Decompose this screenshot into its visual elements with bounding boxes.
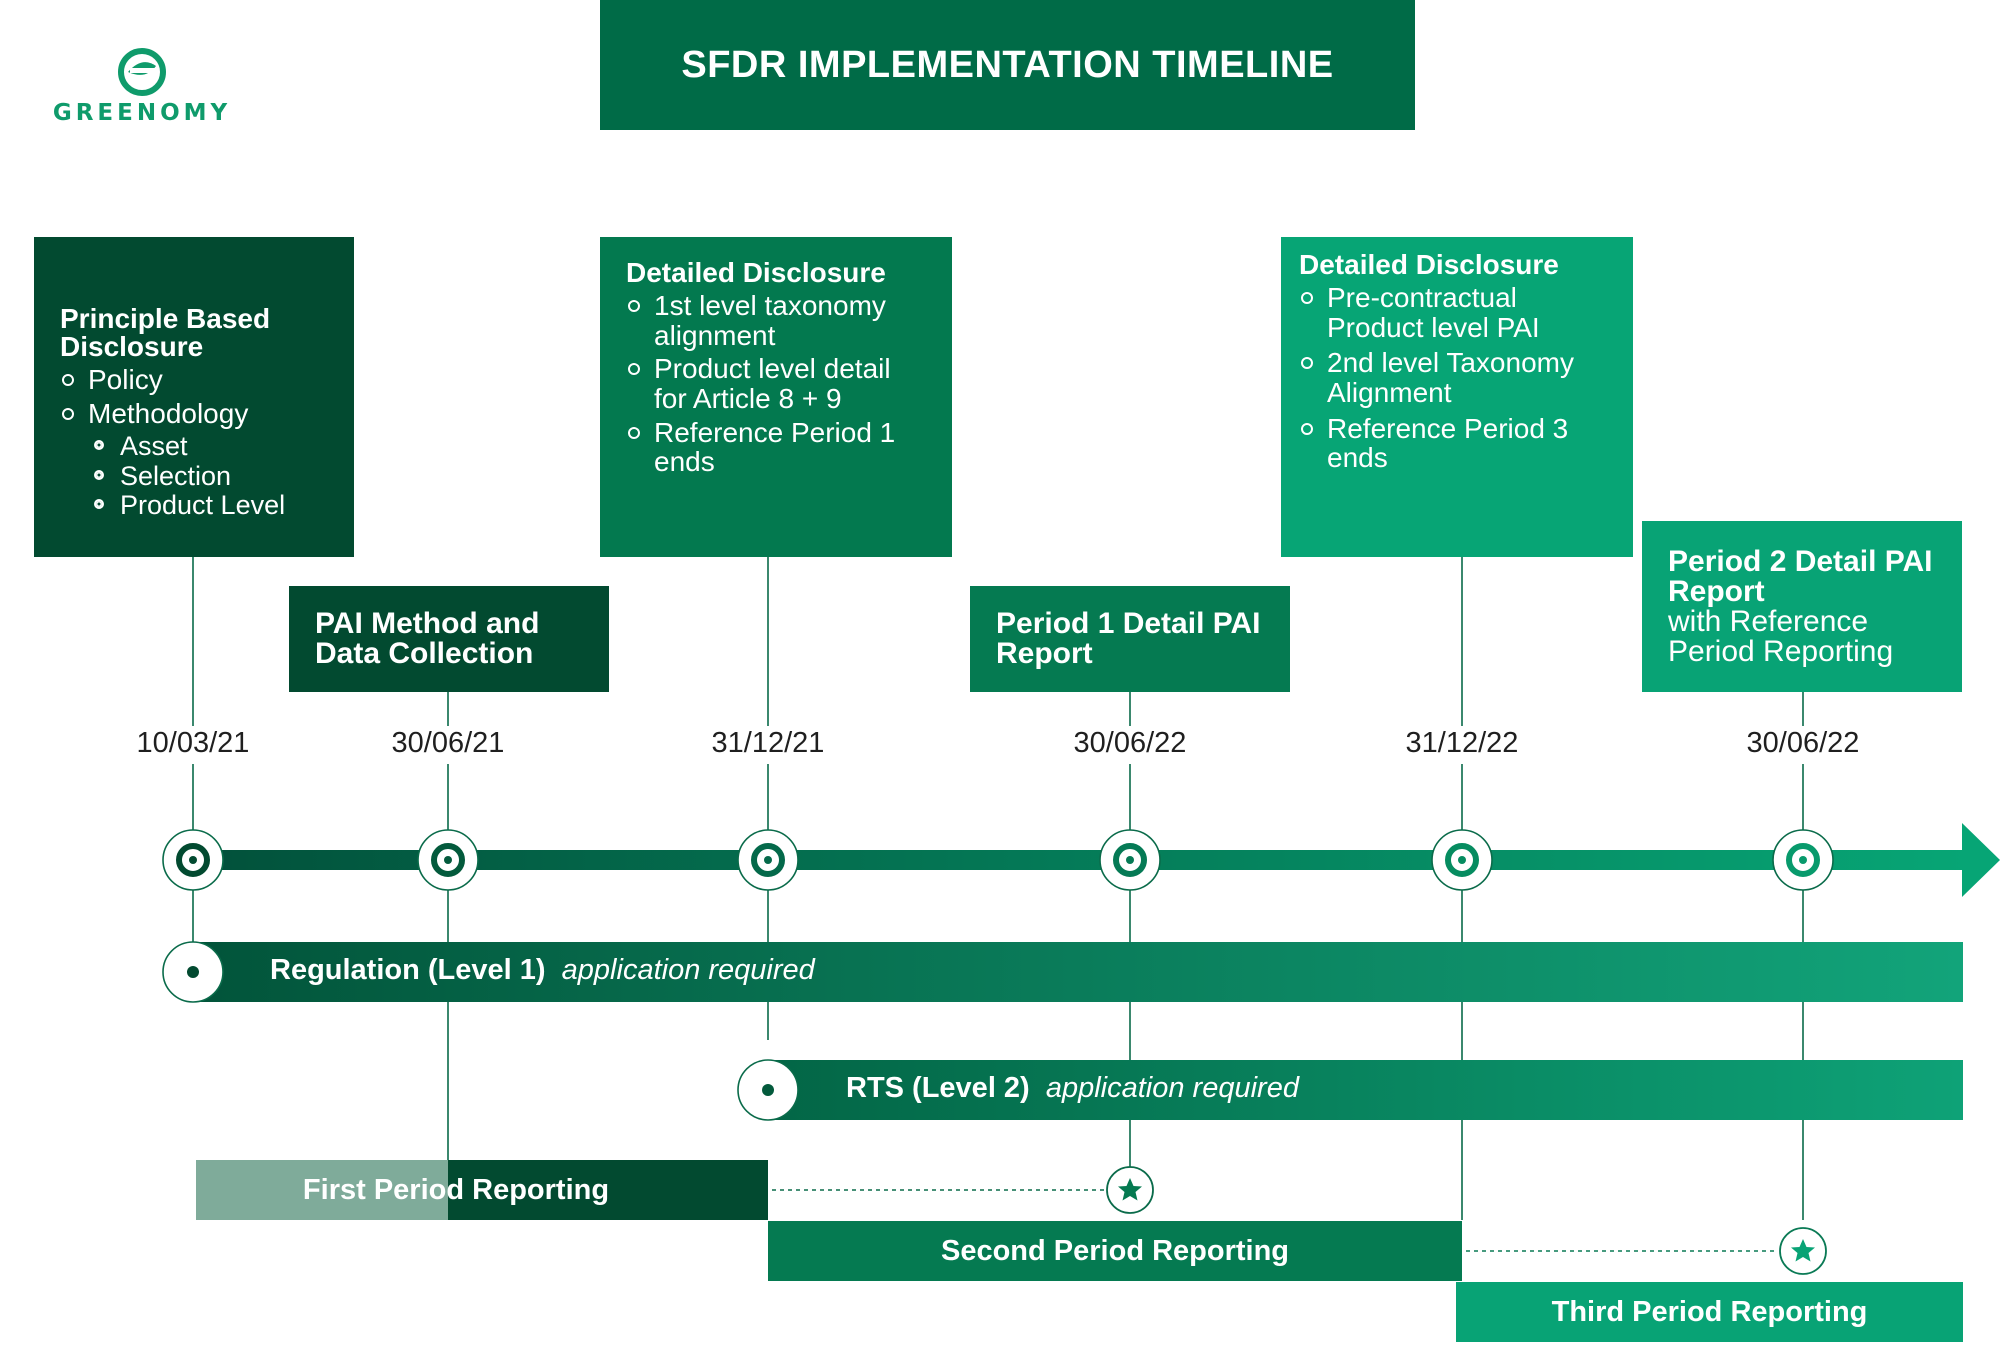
milestone-marker-icon: [1099, 829, 1161, 891]
date-label: 30/06/21: [391, 727, 505, 759]
regulation-label: Regulation (Level 1) application require…: [270, 954, 815, 987]
milestone-marker-icon: [1431, 829, 1493, 891]
callout-list: Pre-contractual Product level PAI 2nd le…: [1299, 283, 1607, 473]
arrow-head-icon: [1962, 823, 2000, 897]
timeline-axis: [176, 850, 1966, 870]
star-icon: [1106, 1166, 1154, 1214]
rts-bar: [768, 1060, 1963, 1120]
list-item: Methodology: [60, 398, 328, 429]
callout-title: Detailed Disclosure: [1299, 249, 1559, 280]
callout-principle-disclosure: Principle Based Disclosure Policy Method…: [34, 237, 354, 557]
callout-detailed-disclosure-1: Detailed Disclosure 1st level taxonomy a…: [600, 237, 952, 557]
list-item: 2nd level Taxonomy Alignment: [1299, 348, 1607, 407]
second-period-bar: [768, 1221, 1462, 1281]
milestone-marker-icon: [162, 941, 224, 1003]
third-period-bar: [1456, 1282, 1963, 1342]
callout-title: Detailed Disclosure: [626, 257, 886, 288]
callout-subtitle: with Reference Period Reporting: [1668, 605, 1894, 668]
rts-title: RTS (Level 2): [846, 1072, 1030, 1104]
date-gaps: [130, 726, 1868, 764]
list-item: Product level detail for Article 8 + 9: [626, 354, 926, 413]
second-period-label: Second Period Reporting: [940, 1234, 1290, 1267]
callout-period1-report: Period 1 Detail PAI Report: [970, 586, 1290, 692]
date-label: 31/12/21: [711, 727, 825, 759]
list-subitem: Selection: [60, 461, 328, 491]
list-item: Reference Period 1 ends: [626, 417, 926, 477]
date-label: 31/12/22: [1405, 727, 1519, 759]
list-subitem: Product Level: [60, 490, 328, 520]
first-period-faded: [196, 1160, 448, 1220]
milestone-marker-icon: [162, 829, 224, 891]
rts-note: application required: [1045, 1072, 1299, 1104]
rts-label: RTS (Level 2) application required: [846, 1072, 1299, 1105]
date-label: 30/06/22: [1746, 727, 1860, 759]
regulation-bar: [193, 942, 1963, 1002]
callout-list: 1st level taxonomy alignment Product lev…: [626, 291, 926, 477]
list-item: Pre-contractual Product level PAI: [1299, 283, 1607, 342]
milestone-markers: [162, 829, 1834, 891]
third-period-label: Third Period Reporting: [1551, 1295, 1868, 1328]
callout-period2-report: Period 2 Detail PAI Report with Referenc…: [1642, 521, 1962, 692]
milestone-marker-icon: [1772, 829, 1834, 891]
list-item: Reference Period 3 ends: [1299, 413, 1607, 473]
callout-pai-method: PAI Method and Data Collection: [289, 586, 609, 692]
regulation-note: application required: [561, 954, 815, 986]
first-period-label: First Period Reporting: [302, 1173, 610, 1206]
star-icon: [1779, 1227, 1827, 1275]
list-subitem: Asset: [60, 432, 328, 461]
regulation-title: Regulation (Level 1): [270, 954, 546, 986]
milestone-marker-icon: [737, 1059, 799, 1121]
date-label: 10/03/21: [136, 727, 250, 759]
list-item: 1st level taxonomy alignment: [626, 291, 926, 350]
callout-detailed-disclosure-2: Detailed Disclosure Pre-contractual Prod…: [1281, 237, 1633, 557]
callout-title: Period 2 Detail PAI Report: [1668, 545, 1933, 608]
callout-list: Policy Methodology Asset Selection Produ…: [60, 365, 328, 520]
milestone-marker-icon: [737, 829, 799, 891]
leaf-logo-icon: [118, 48, 166, 96]
milestone-marker-icon: [417, 829, 479, 891]
callout-title: Principle Based Disclosure: [60, 303, 271, 362]
first-period-solid: [448, 1160, 768, 1220]
date-label: 30/06/22: [1073, 727, 1187, 759]
page-title: SFDR IMPLEMENTATION TIMELINE: [600, 0, 1415, 130]
brand-logo-text: GREENOMY: [52, 100, 232, 126]
list-item: Policy: [60, 365, 328, 395]
